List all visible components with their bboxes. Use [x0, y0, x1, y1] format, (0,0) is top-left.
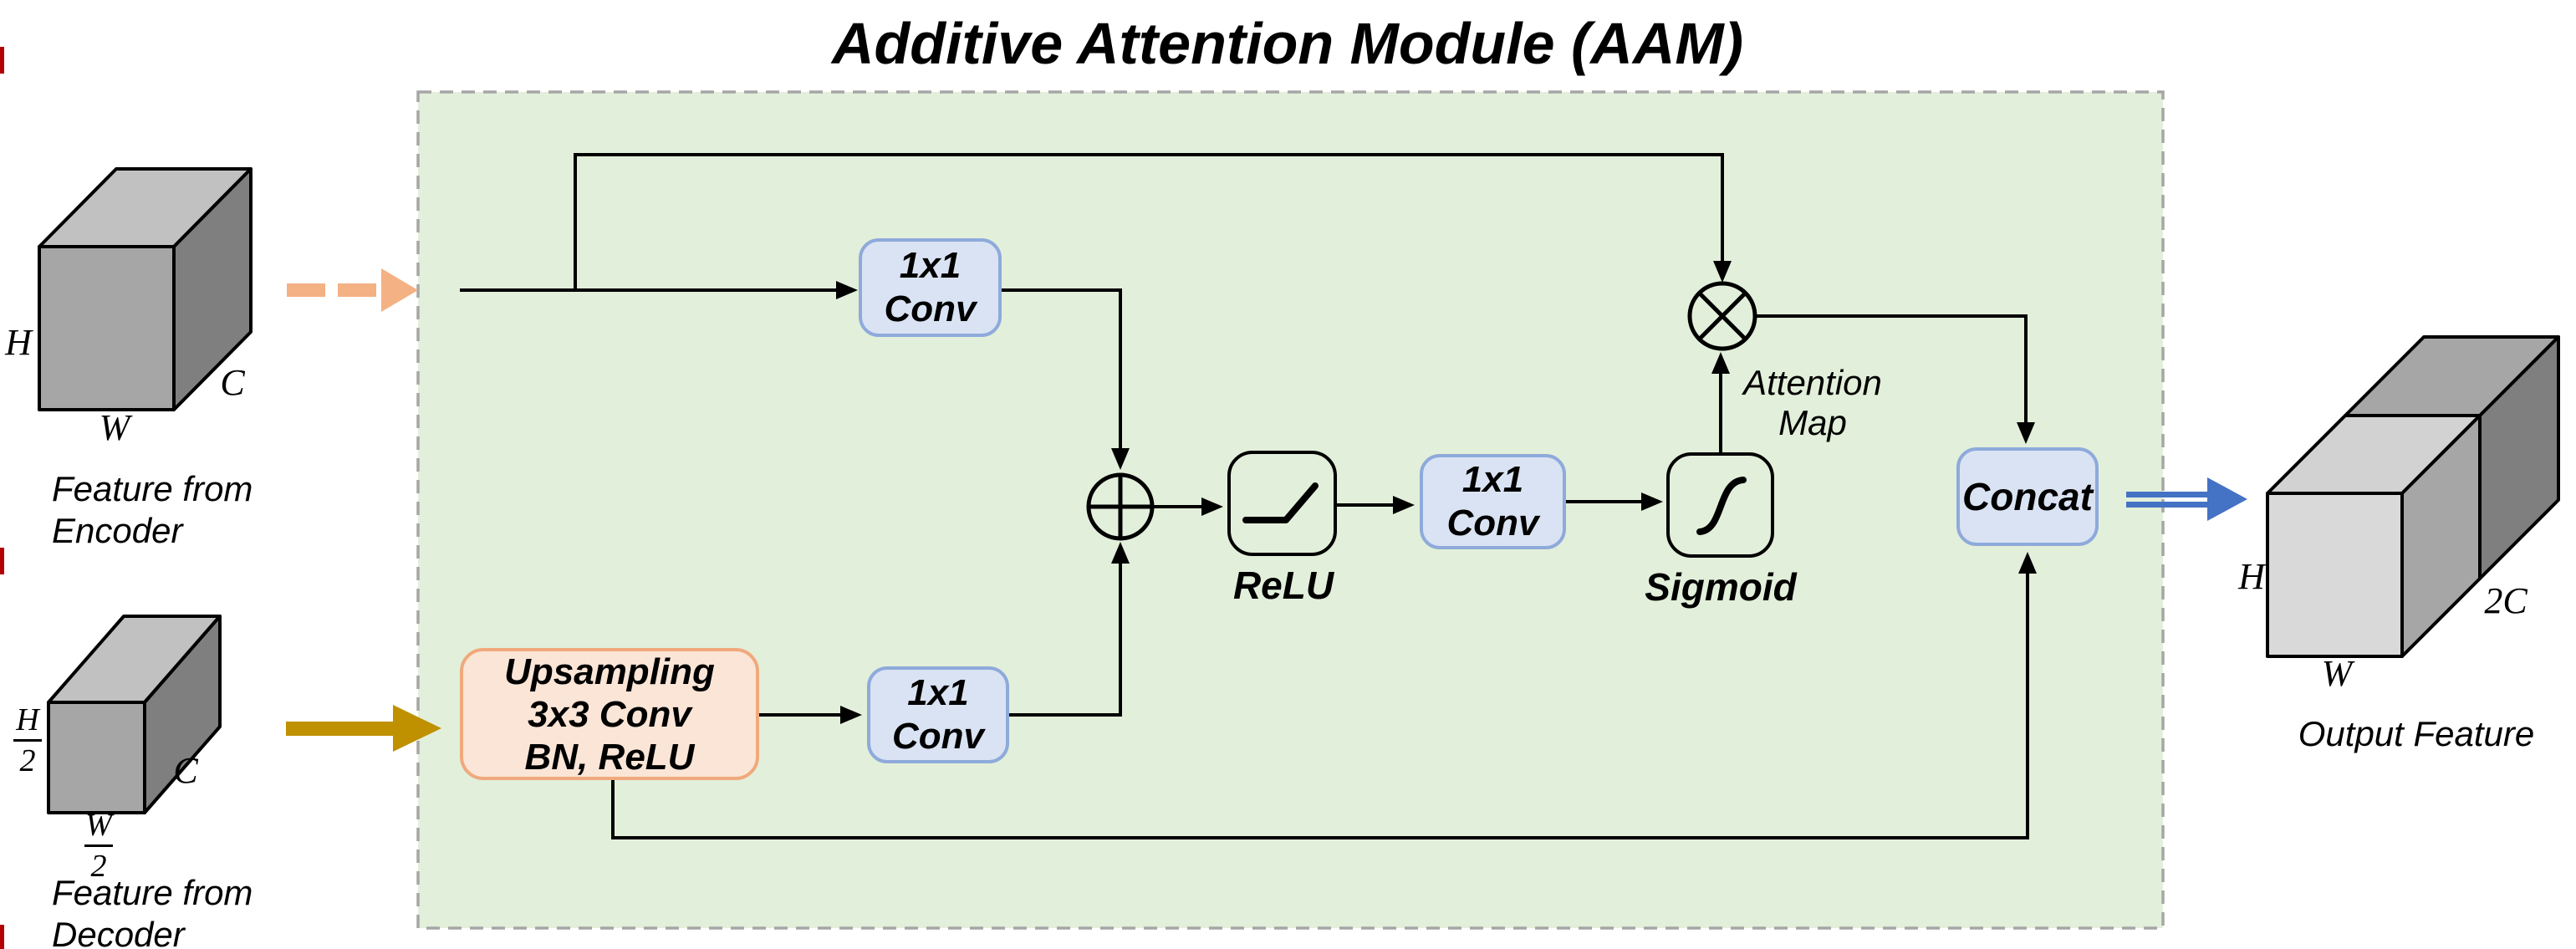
sigmoid-label: Sigmoid [1645, 565, 1797, 609]
sigmoid-block [1666, 452, 1774, 558]
fraction-bar [13, 739, 42, 742]
plus-icon [1089, 475, 1152, 538]
output-width-label: W [2321, 653, 2353, 694]
caption-line: Encoder [52, 511, 183, 550]
block-label: Conv [884, 288, 977, 329]
fraction-bar [84, 844, 113, 847]
decoder-caption: Feature from Decoder [52, 872, 286, 949]
caption-line: Feature from [52, 873, 253, 912]
decoder-input-arrow [286, 705, 441, 752]
block-label: Conv [1446, 503, 1539, 543]
decoder-feature-cuboid [47, 615, 222, 814]
concat-block: Concat [1956, 447, 2099, 546]
output-caption: Output Feature [2298, 714, 2535, 753]
sigmoid-curve-icon [1696, 477, 1747, 535]
annotation-line: Map [1778, 403, 1847, 442]
multiply-operator [1687, 281, 1757, 351]
upsampling-block: Upsampling 3x3 Conv BN, ReLU [460, 648, 759, 780]
relu-curve-icon [1242, 482, 1319, 523]
block-label: Upsampling [504, 651, 715, 692]
caption-line: Decoder [52, 915, 185, 949]
decoder-width-fraction: W 2 [75, 808, 122, 884]
relu-block [1227, 451, 1337, 556]
output-height-label: H [2238, 556, 2265, 597]
output-arrow [2126, 477, 2247, 521]
caption-line: Feature from [52, 469, 253, 508]
block-label: 1x1 [1461, 459, 1524, 500]
encoder-height-label: H [5, 322, 32, 363]
cuboid-front-face [47, 701, 146, 814]
fraction-denominator: 2 [90, 849, 107, 884]
encoder-channel-label: C [220, 362, 245, 403]
cross-icon [1697, 291, 1747, 341]
cuboid-front-face [38, 245, 176, 411]
relu-label: ReLU [1232, 564, 1334, 607]
fraction-numerator: W [85, 808, 112, 843]
encoder-width-label: W [99, 407, 130, 448]
left-edge-marks [0, 47, 4, 949]
add-operator [1086, 472, 1155, 541]
fraction-denominator: 2 [19, 743, 36, 778]
block-label: Conv [892, 716, 984, 757]
output-channel-label: 2C [2484, 580, 2528, 621]
decoder-height-fraction: H 2 [7, 702, 48, 778]
wiring [460, 153, 2037, 839]
encoder-caption: Feature from Encoder [52, 468, 286, 552]
block-label: 3x3 Conv [528, 693, 691, 735]
diagram-title: Additive Attention Module (AAM) [831, 11, 1744, 76]
conv1x1-encoder-block: 1x1 Conv [859, 238, 1002, 337]
conv1x1-attention-block: 1x1 Conv [1420, 454, 1566, 549]
output-feature-cuboid [2266, 335, 2560, 658]
encoder-feature-cuboid [38, 167, 252, 411]
fraction-numerator: H [16, 702, 39, 737]
decoder-channel-label: C [173, 750, 198, 791]
block-label: 1x1 [907, 672, 969, 713]
block-label: BN, ReLU [524, 736, 695, 778]
block-label: 1x1 [899, 245, 962, 286]
conv1x1-decoder-block: 1x1 Conv [867, 666, 1009, 763]
attention-map-label: Attention Map [1724, 363, 1901, 443]
encoder-input-arrow [287, 268, 418, 312]
block-label: Concat [1962, 475, 2093, 518]
annotation-line: Attention [1743, 363, 1882, 402]
cuboid-front-face [2266, 492, 2404, 658]
